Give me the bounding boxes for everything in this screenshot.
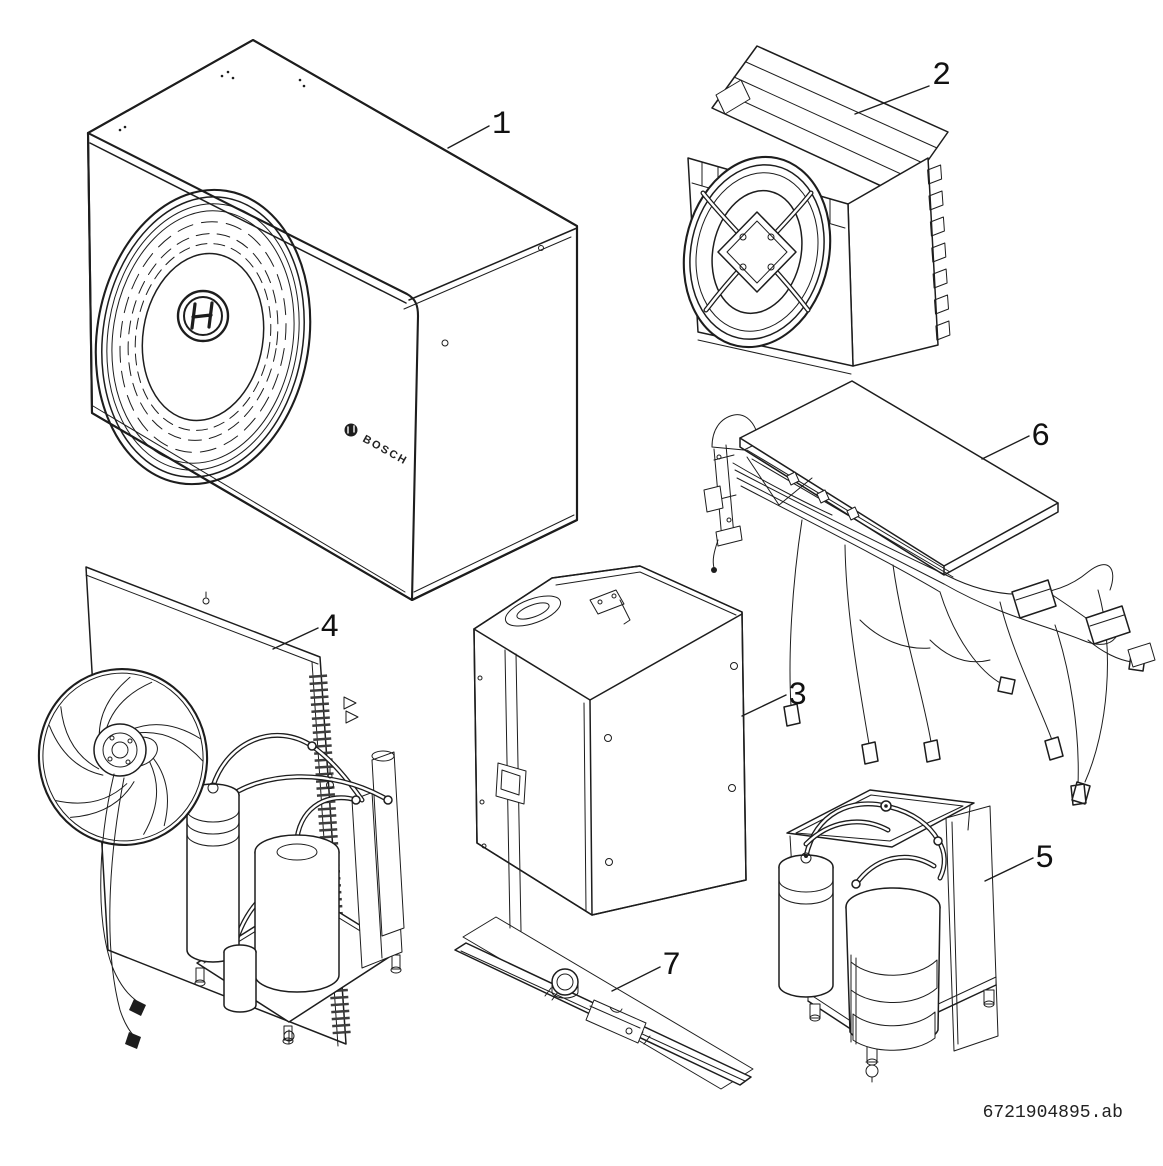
part-1-outer-casing-drawing: BOSCH <box>86 38 579 602</box>
axial-fan-icon <box>37 668 209 846</box>
callout-leader-lines <box>272 85 1034 992</box>
leader-1 <box>447 125 490 149</box>
callout-1: 1 <box>492 106 511 143</box>
callout-4: 4 <box>320 609 339 646</box>
leader-4 <box>272 627 319 650</box>
leader-3 <box>741 694 787 717</box>
part-2-fan-duct-drawing <box>682 45 951 375</box>
leader-2 <box>854 85 930 115</box>
leader-6 <box>981 435 1030 460</box>
part-5-compressor-assembly-drawing <box>778 789 999 1083</box>
part-3-enclosure-drawing <box>473 565 747 932</box>
harness-connectors <box>783 654 1146 806</box>
leader-5 <box>984 857 1034 882</box>
part-6-wiring-harness-drawing <box>703 380 1156 806</box>
leader-7 <box>611 966 661 992</box>
bosch-grille-emblem-icon <box>176 289 230 343</box>
part-7-mounting-rail-drawing <box>454 916 754 1090</box>
part-4-refrigeration-module-drawing <box>37 566 405 1049</box>
callout-5: 5 <box>1035 840 1054 877</box>
callout-numbers: 1 2 3 4 5 6 7 <box>320 57 1054 984</box>
callout-6: 6 <box>1031 418 1050 455</box>
fan-grille-icon <box>94 188 312 486</box>
document-number: 6721904895.ab <box>983 1103 1123 1123</box>
callout-7: 7 <box>662 947 681 984</box>
callout-2: 2 <box>932 57 951 94</box>
fan-wheel-icon <box>682 155 832 349</box>
callout-3: 3 <box>788 677 807 714</box>
